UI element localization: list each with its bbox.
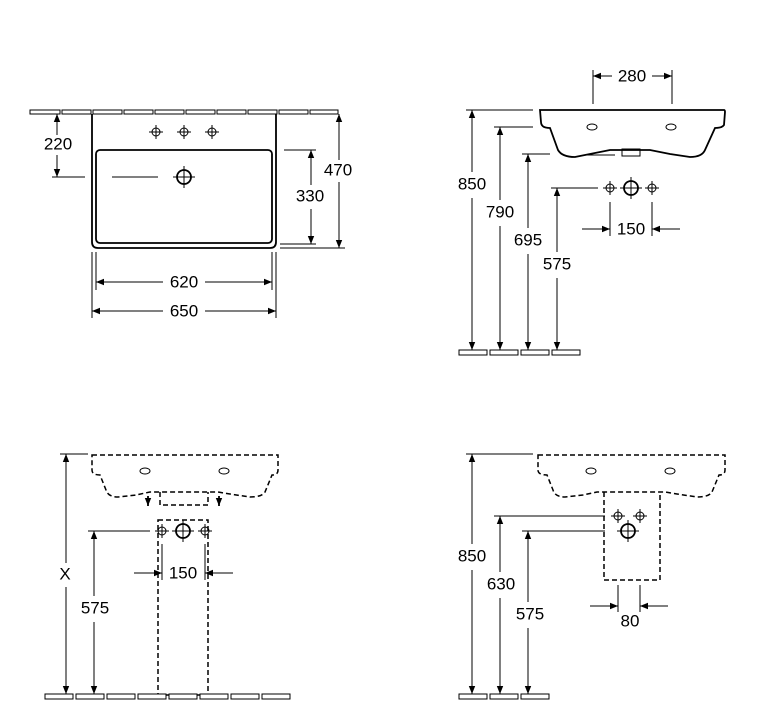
floor-tiles (44, 693, 291, 700)
drain-outlet-icon (619, 176, 643, 200)
top-plan-view: 220 330 470 620 650 (29, 109, 352, 320)
dim-220: 220 (44, 134, 72, 153)
semi-pedestal-view: 850 630 575 80 (458, 453, 726, 700)
water-supply-icon (197, 523, 213, 539)
tap-hole-icon (176, 124, 192, 140)
dim-330: 330 (296, 186, 324, 205)
dim-575: 575 (516, 604, 544, 623)
dim-470: 470 (324, 160, 352, 179)
water-supply-icon (610, 508, 626, 524)
dim-x: X (59, 564, 70, 583)
side-view-wall-hung: 280 850 790 695 575 150 (458, 66, 726, 356)
dim-650: 650 (170, 301, 198, 320)
dim-790: 790 (486, 202, 514, 221)
water-supply-icon (632, 508, 648, 524)
pedestal-outline (157, 519, 209, 696)
dim-620: 620 (170, 272, 198, 291)
basin-side-outline (539, 109, 726, 158)
pedestal-view: X 575 150 (44, 453, 291, 700)
tap-hole-icon (148, 124, 164, 140)
dim-150: 150 (617, 219, 645, 238)
basin-bowl (95, 149, 273, 244)
dim-150: 150 (169, 563, 197, 582)
dim-575: 575 (81, 598, 109, 617)
dim-630: 630 (487, 574, 515, 593)
water-supply-icon (602, 180, 618, 196)
dim-280: 280 (618, 66, 646, 85)
semi-pedestal-outline (603, 492, 661, 581)
drain-outlet-icon (171, 519, 195, 543)
water-supply-icon (644, 180, 660, 196)
tap-hole-icon (204, 124, 220, 140)
floor-tiles (458, 693, 550, 700)
dim-575: 575 (543, 254, 571, 273)
drain-outlet-icon (616, 519, 640, 543)
basin-outline (91, 114, 277, 249)
dim-850: 850 (458, 174, 486, 193)
water-supply-icon (154, 523, 170, 539)
drain-icon (172, 165, 196, 189)
dim-695: 695 (514, 230, 542, 249)
wall-tiles (29, 109, 339, 115)
dim-850: 850 (458, 546, 486, 565)
dim-80: 80 (621, 611, 640, 630)
floor-tiles (458, 349, 581, 356)
